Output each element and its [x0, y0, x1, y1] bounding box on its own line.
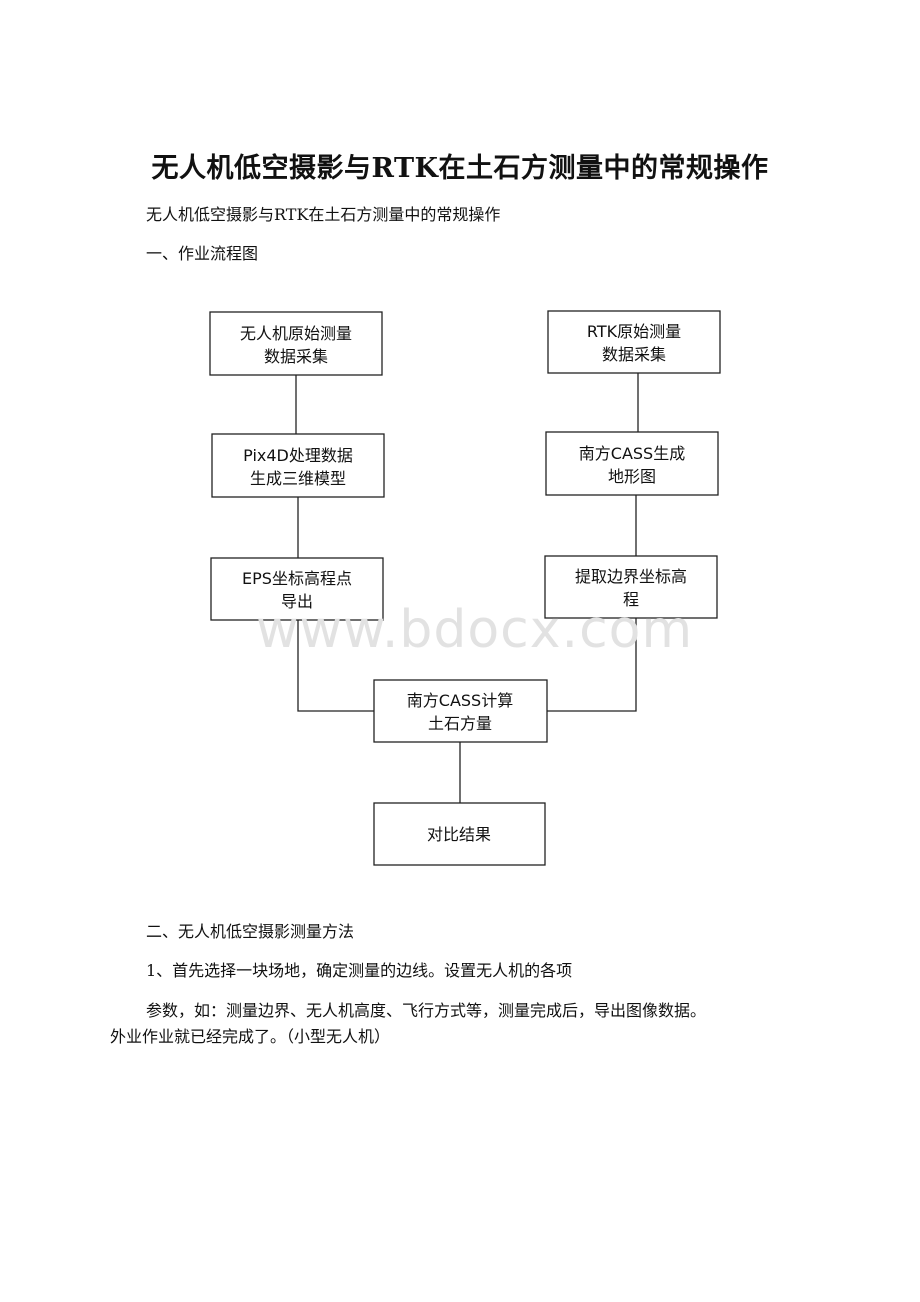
- node-eps-export-box: [210, 557, 384, 621]
- node-cass-map-line2: 地形图: [608, 467, 656, 486]
- node-compare-line1: 对比结果: [427, 825, 491, 844]
- node-uav-capture-box: [209, 311, 383, 376]
- node-pix4d-line2: 生成三维模型: [250, 469, 346, 488]
- subtitle: 无人机低空摄影与RTK在土石方测量中的常规操作: [146, 205, 501, 224]
- node-cass-map-line1: 南方CASS生成: [579, 444, 685, 463]
- node-uav-capture-line2: 数据采集: [264, 347, 328, 366]
- step1-line2: 参数，如：测量边界、无人机高度、飞行方式等，测量完成后，导出图像数据。: [146, 1001, 707, 1020]
- node-rtk-capture-line2: 数据采集: [602, 345, 666, 364]
- section-heading-workflow: 一、作业流程图: [146, 244, 259, 263]
- node-rtk-capture-box: [547, 310, 721, 374]
- workflow-diagram: 无人机原始测量 数据采集 Pix4D处理数据 生成三维模型 EPS坐标高程点 导…: [209, 310, 721, 866]
- step1-line3: 外业作业就已经完成了。（小型无人机）: [110, 1027, 391, 1046]
- node-uav-capture-line1: 无人机原始测量: [240, 324, 352, 343]
- node-boundary-line2: 程: [623, 590, 639, 609]
- node-compare-box: [373, 802, 546, 866]
- node-cass-calc-line1: 南方CASS计算: [407, 691, 513, 710]
- connector-eps-cass-calc: [297, 620, 374, 712]
- node-pix4d-line1: Pix4D处理数据: [243, 446, 353, 465]
- node-eps-export-line1: EPS坐标高程点: [242, 569, 352, 588]
- node-boundary-line1: 提取边界坐标高: [575, 567, 687, 586]
- step1-line1: 1、首先选择一块场地，确定测量的边线。设置无人机的各项: [146, 961, 573, 980]
- node-cass-calc-box: [373, 679, 548, 743]
- connector-boundary-cass-calc: [547, 618, 637, 712]
- node-cass-map-box: [545, 431, 719, 496]
- section-heading-uav-method: 二、无人机低空摄影测量方法: [146, 922, 355, 941]
- page-title: 无人机低空摄影与RTK在土石方测量中的常规操作: [151, 153, 769, 184]
- node-boundary-box: [544, 555, 718, 619]
- node-rtk-capture-line1: RTK原始测量: [587, 322, 681, 341]
- node-pix4d-box: [211, 433, 385, 498]
- node-eps-export-line2: 导出: [281, 592, 313, 611]
- node-cass-calc-line2: 土石方量: [428, 714, 492, 733]
